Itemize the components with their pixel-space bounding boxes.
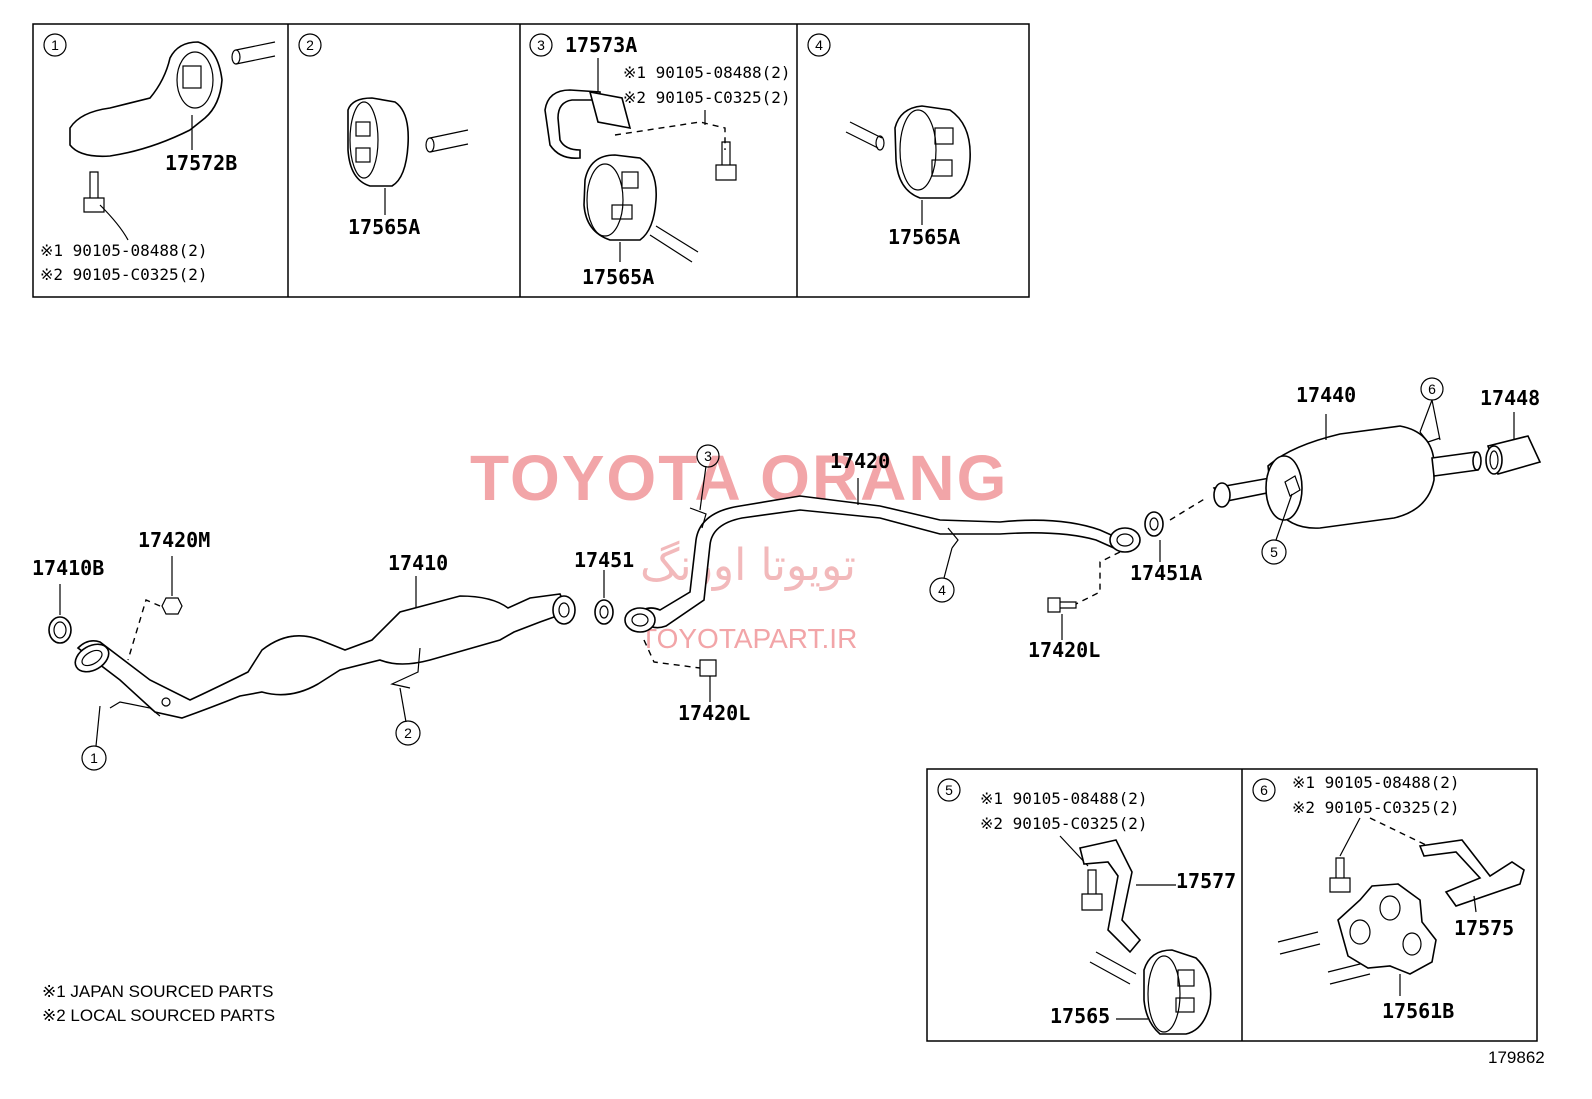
panel-4-label-17565A: 17565A xyxy=(888,225,960,249)
callout-3: 3 xyxy=(696,444,720,511)
label-17440: 17440 xyxy=(1296,383,1356,407)
watermark-persian: تویوتا اورنگ xyxy=(640,540,856,591)
label-17448: 17448 xyxy=(1480,386,1540,410)
footnote-japan: ※1 JAPAN SOURCED PARTS xyxy=(42,982,274,1001)
svg-text:3: 3 xyxy=(704,448,712,464)
panel-6-note-2: ※2 90105-C0325(2) xyxy=(1292,798,1460,817)
callout-2: 2 xyxy=(395,687,421,746)
panel-2-label-17565A: 17565A xyxy=(348,215,420,239)
svg-text:4: 4 xyxy=(938,582,946,598)
label-17420M: 17420M xyxy=(138,528,210,552)
panel-1: 1 17572B ※1 90105-08488(2) ※2 90105-C032… xyxy=(40,33,276,284)
label-17420L-left: 17420L xyxy=(678,701,750,725)
panel-6-note-1: ※1 90105-08488(2) xyxy=(1292,773,1460,792)
label-17561B: 17561B xyxy=(1382,999,1454,1023)
main-assembly: 17410B 17420M 17410 17451 17420 xyxy=(32,377,1542,771)
panel-5-index: 5 xyxy=(945,782,953,798)
svg-text:2: 2 xyxy=(404,725,412,741)
label-17575: 17575 xyxy=(1454,916,1514,940)
watermark-url: TOYOTAPART.IR xyxy=(640,623,857,654)
panel-5-note-2: ※2 90105-C0325(2) xyxy=(980,814,1148,833)
label-17565: 17565 xyxy=(1050,1004,1110,1028)
watermark-title: TOYOTA ORANG xyxy=(470,442,1008,514)
svg-text:6: 6 xyxy=(1428,381,1436,397)
label-17420: 17420 xyxy=(830,449,890,473)
panel-6: 6 ※1 90105-08488(2) ※2 90105-C0325(2) 17… xyxy=(1252,773,1525,1023)
panel-2-index: 2 xyxy=(306,37,314,53)
svg-text:5: 5 xyxy=(1270,544,1278,560)
panel-1-index: 1 xyxy=(51,37,59,53)
label-17572B: 17572B xyxy=(165,151,237,175)
label-17577: 17577 xyxy=(1176,869,1236,893)
label-17410: 17410 xyxy=(388,551,448,575)
diagram-code: 179862 xyxy=(1488,1048,1545,1067)
panel-2: 2 17565A xyxy=(298,33,469,239)
callout-5: 5 xyxy=(1261,493,1293,565)
panel-4: 4 17565A xyxy=(807,33,971,249)
panel-3-note-2: ※2 90105-C0325(2) xyxy=(623,88,791,107)
panel-5: 5 ※1 90105-08488(2) ※2 90105-C0325(2) 17… xyxy=(937,778,1236,1035)
label-17420L-right: 17420L xyxy=(1028,638,1100,662)
bracket-17572B-shape xyxy=(69,41,223,158)
panel-5-note-1: ※1 90105-08488(2) xyxy=(980,789,1148,808)
callout-4: 4 xyxy=(929,547,955,603)
top-inset-panels: 1 17572B ※1 90105-08488(2) ※2 90105-C032… xyxy=(32,23,1030,298)
footnotes: ※1 JAPAN SOURCED PARTS ※2 LOCAL SOURCED … xyxy=(42,982,1545,1067)
callout-6: 6 xyxy=(1420,377,1444,401)
callout-1: 1 xyxy=(81,705,107,771)
panel-4-index: 4 xyxy=(815,37,823,53)
label-17410B: 17410B xyxy=(32,556,104,580)
svg-text:1: 1 xyxy=(90,750,98,766)
footnote-local: ※2 LOCAL SOURCED PARTS xyxy=(42,1006,275,1025)
bottom-panels-frame xyxy=(926,768,1538,1042)
panel-1-note-1: ※1 90105-08488(2) xyxy=(40,241,208,260)
panel-1-note-2: ※2 90105-C0325(2) xyxy=(40,265,208,284)
top-panels-frame xyxy=(32,23,1030,298)
panel-3-index: 3 xyxy=(537,37,545,53)
label-17451: 17451 xyxy=(574,548,634,572)
bottom-inset-panels: 5 ※1 90105-08488(2) ※2 90105-C0325(2) 17… xyxy=(926,768,1538,1042)
label-17451A: 17451A xyxy=(1130,561,1202,585)
panel-3-note-1: ※1 90105-08488(2) xyxy=(623,63,791,82)
panel-3: 3 17573A ※1 90105-08488(2) ※2 90105-C032… xyxy=(529,33,791,289)
panel-3-label-17565A: 17565A xyxy=(582,265,654,289)
panel-6-index: 6 xyxy=(1260,782,1268,798)
label-17573A: 17573A xyxy=(565,33,637,57)
watermark: TOYOTA ORANG تویوتا اورنگ TOYOTAPART.IR xyxy=(470,442,1008,654)
